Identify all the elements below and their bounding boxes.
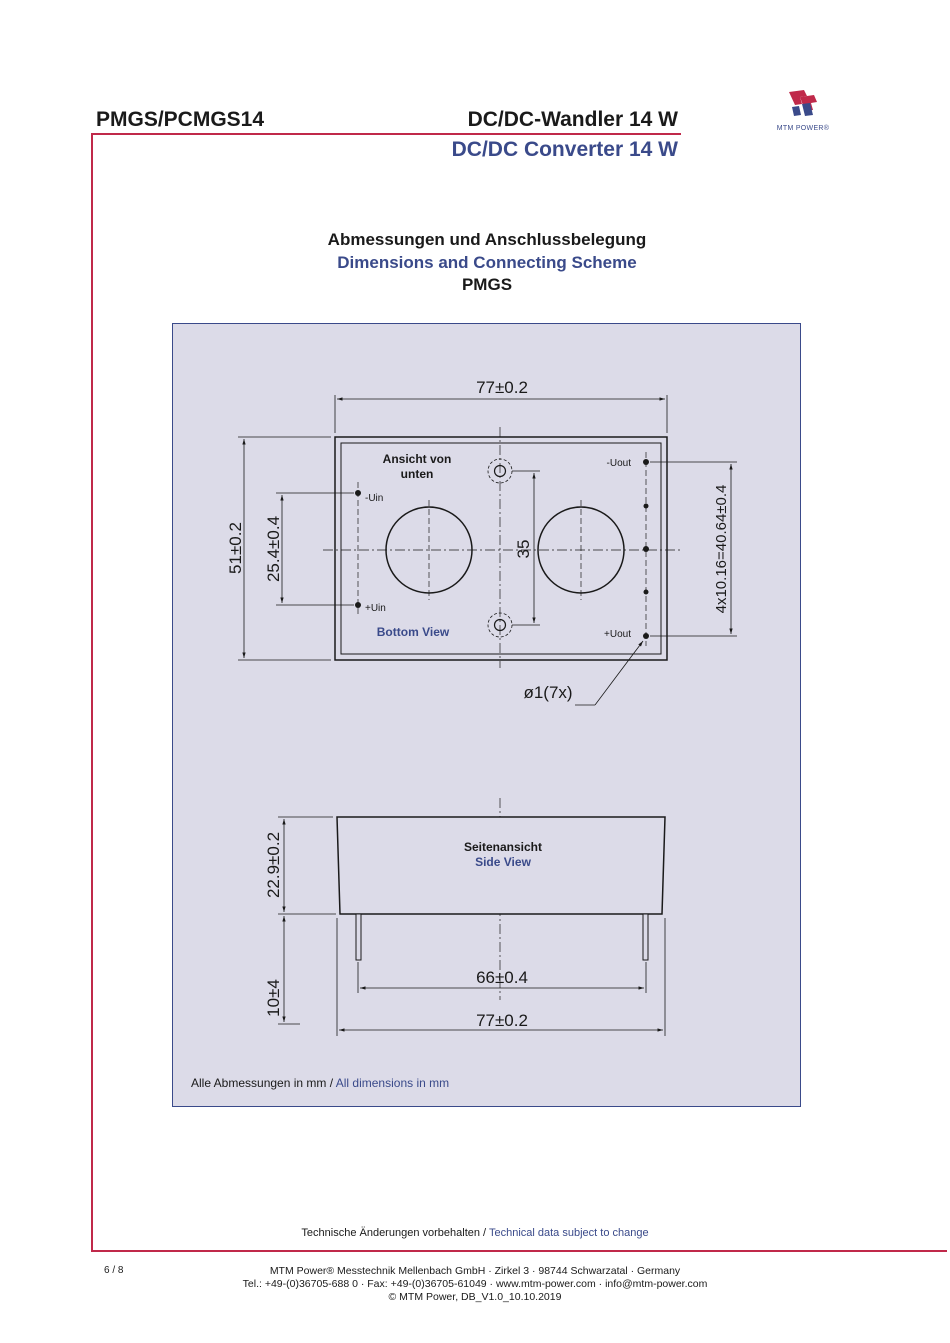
bottom-height-label: 51±0.2 <box>226 522 245 574</box>
bottom-outline-inner <box>340 442 662 655</box>
bottom-hole-inner <box>493 618 507 632</box>
pin-neg-out <box>643 459 649 465</box>
bottom-view-label-en: Bottom View <box>377 625 450 639</box>
pin-pos-in <box>355 602 361 608</box>
pin-out-3 <box>643 546 649 552</box>
company-logo: MTM POWER® <box>758 88 848 132</box>
change-notice-german: Technische Änderungen vorbehalten <box>301 1227 480 1239</box>
footer-line-contact: Tel.: +49-(0)36705-688 0 · Fax: +49-(0)3… <box>242 1278 708 1290</box>
margin-rule <box>91 133 93 1251</box>
title-german: DC/DC-Wandler 14 W <box>467 108 678 131</box>
pin-length-label: 10±4 <box>264 979 283 1017</box>
left-cutout-circle <box>385 506 473 594</box>
pin-label-pos-in: +Uin <box>365 603 386 614</box>
dimensions-note: Alle Abmessungen in mm / All dimensions … <box>191 1076 449 1090</box>
side-width-label: 77±0.2 <box>476 1011 528 1030</box>
footer-line-company: MTM Power® Messtechnik Mellenbach GmbH ·… <box>269 1265 681 1277</box>
section-title-german: Abmessungen und Anschlussbelegung <box>327 230 647 249</box>
footer-rule <box>91 1250 947 1252</box>
bottom-outline-outer <box>334 436 668 661</box>
output-pitch-label: 4x10.16=40.64±0.4 <box>713 485 730 614</box>
bottom-width-label: 77±0.2 <box>476 378 528 397</box>
hole-spacing-label: 35 <box>514 540 533 559</box>
side-pin-spacing-label: 66±0.4 <box>476 968 528 987</box>
pin-out-2 <box>643 503 649 509</box>
pin-out-4 <box>643 589 649 595</box>
right-cutout-circle <box>537 506 625 594</box>
pin-neg-in <box>355 490 361 496</box>
left-pin <box>355 913 362 961</box>
footer-address: MTM Power® Messtechnik Mellenbach GmbH ·… <box>160 1265 790 1304</box>
right-pin <box>642 913 649 961</box>
pin-pos-out <box>643 633 649 639</box>
top-hole-inner <box>493 464 507 478</box>
pin-label-neg-in: -Uin <box>365 493 383 504</box>
pin-label-pos-out: +Uout <box>604 629 631 640</box>
note-separator: / <box>326 1076 336 1090</box>
change-notice-separator: / <box>479 1227 489 1239</box>
drawing-panel <box>172 323 801 1107</box>
change-notice: Technische Änderungen vorbehalten / Tech… <box>0 1227 950 1239</box>
pin-diameter-label: ø1(7x) <box>523 683 572 702</box>
section-model: PMGS <box>461 275 513 294</box>
section-title-english: Dimensions and Connecting Scheme <box>337 253 637 272</box>
side-view-label-de: Seitenansicht <box>464 840 542 854</box>
footer-line-copyright: © MTM Power, DB_V1.0_10.10.2019 <box>388 1291 562 1303</box>
side-body-outline <box>336 816 666 915</box>
pin-label-neg-out: -Uout <box>607 458 632 469</box>
page-number: 6 / 8 <box>104 1265 124 1276</box>
side-height-label: 22.9±0.2 <box>264 832 283 898</box>
note-english: All dimensions in mm <box>335 1076 450 1090</box>
input-pin-spacing-label: 25.4±0.4 <box>264 516 283 582</box>
product-name: PMGS/PCMGS14 <box>96 108 265 131</box>
header-rule <box>91 133 681 135</box>
bottom-view-label-de-2: unten <box>401 467 434 481</box>
bottom-view-label-de-1: Ansicht von <box>383 452 452 466</box>
title-english: DC/DC Converter 14 W <box>451 138 678 161</box>
change-notice-english: Technical data subject to change <box>488 1227 649 1239</box>
pin-diameter-leader <box>594 640 644 706</box>
note-german: Alle Abmessungen in mm <box>191 1076 327 1090</box>
side-view-label-en: Side View <box>475 855 531 869</box>
logo-text: MTM POWER® <box>776 125 830 132</box>
mtm-logo-icon <box>789 90 817 116</box>
